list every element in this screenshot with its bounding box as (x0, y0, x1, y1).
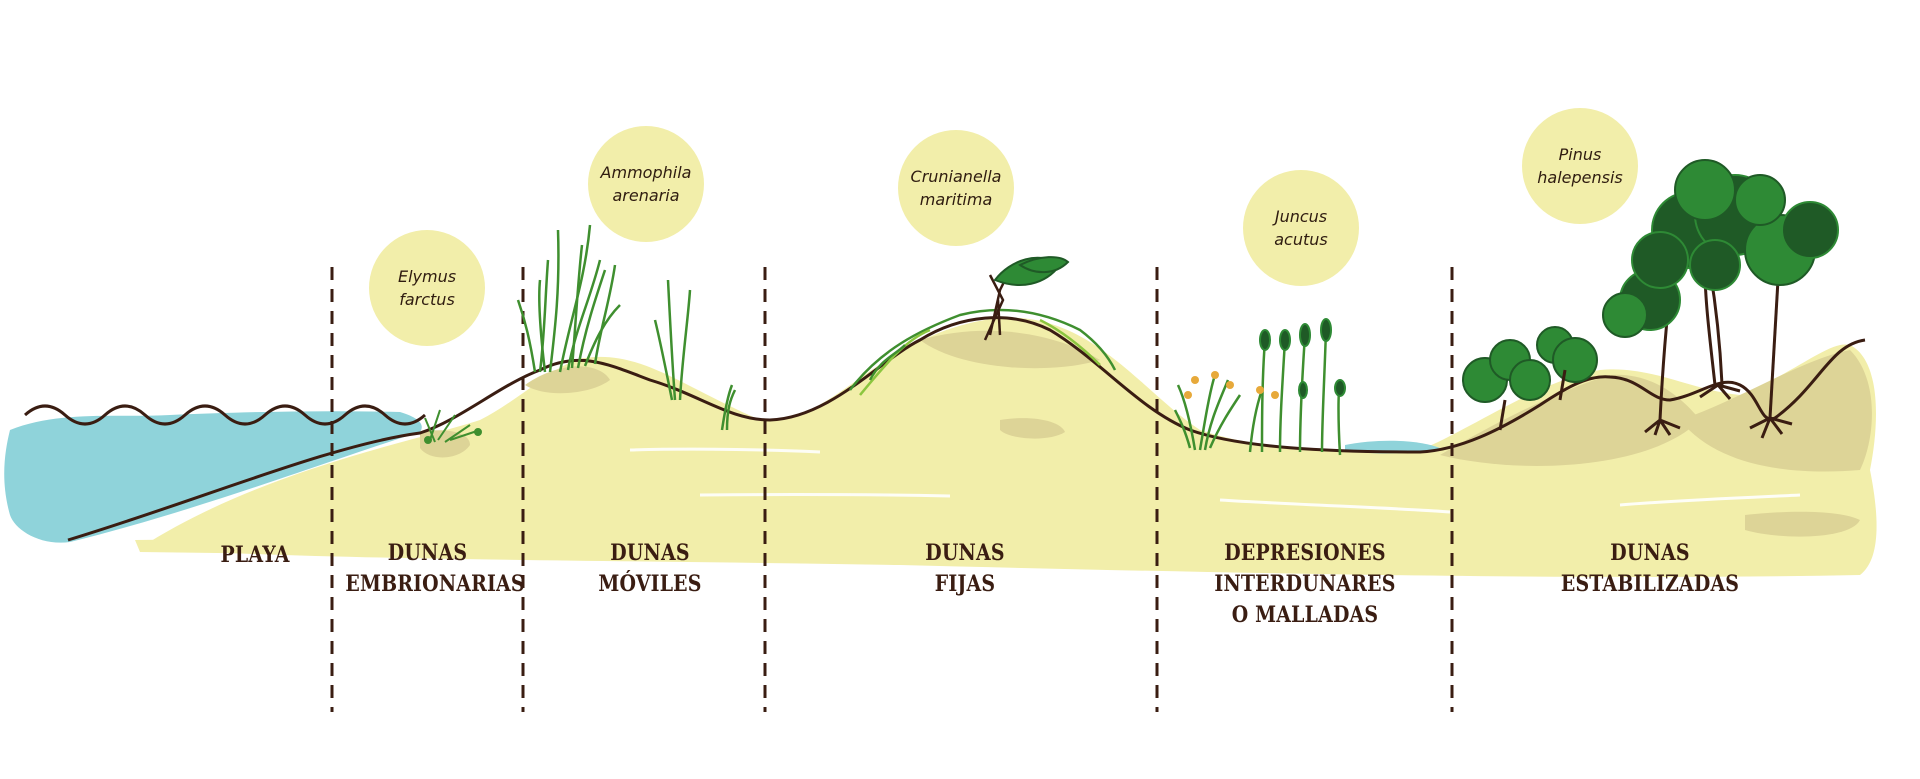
shadow-estab-2 (1680, 350, 1872, 472)
zone-label-line: DUNAS (1610, 540, 1690, 566)
pinus-halepensis-trees (1462, 159, 1839, 439)
zone-label-dunas-embrionarias: DUNAS EMBRIONARIAS (345, 538, 525, 600)
elymus-farctus-plant (424, 409, 482, 444)
species-name-line-2: farctus (399, 290, 455, 309)
zone-label-line: MÓVILES (598, 571, 702, 597)
shadow-fija-1 (920, 330, 1100, 369)
species-name-line-2: arenaria (612, 186, 680, 205)
species-name-line-1: Elymus (397, 267, 457, 286)
zone-label-depresiones-interdunares: DEPRESIONES INTERDUNARES O MALLADAS (1198, 538, 1413, 631)
sea-water (4, 411, 422, 543)
juncus-acutus-plant (1173, 318, 1346, 456)
wave-line (23, 404, 427, 426)
species-name-line-1: Pinus (1558, 145, 1602, 164)
shadow-movil (525, 366, 610, 394)
zone-label-playa: PLAYA (191, 540, 320, 571)
species-elymus-farctus: Elymus farctus (369, 230, 485, 346)
species-juncus-acutus: Juncus acutus (1243, 170, 1359, 286)
zone-label-line: DUNAS (610, 540, 690, 566)
species-name-line-2: maritima (919, 190, 993, 209)
crucianella-maritima-plant (849, 256, 1117, 396)
shadow-estab-1 (1440, 374, 1700, 466)
species-crunianella-maritima: Crunianella maritima (898, 130, 1014, 246)
zone-label-line: O MALLADAS (1231, 602, 1379, 628)
zone-label-line: DUNAS (925, 540, 1005, 566)
species-pinus-halepensis: Pinus halepensis (1522, 108, 1638, 224)
species-name-line-1: Ammophila (600, 163, 692, 182)
shadow-fija-2 (1000, 418, 1065, 439)
zone-label-line: PLAYA (220, 542, 290, 568)
zone-label-line: DEPRESIONES (1224, 540, 1386, 566)
zone-label-line: ESTABILIZADAS (1560, 571, 1740, 597)
zone-label-line: INTERDUNARES (1214, 571, 1396, 597)
sand-highlights (629, 447, 1801, 514)
zone-label-line: DUNAS (387, 540, 468, 566)
species-name-line-1: Juncus (1274, 207, 1328, 226)
zone-label-line: EMBRIONARIAS (345, 571, 525, 597)
zone-label-dunas-moviles: DUNAS MÓVILES (564, 538, 736, 600)
sand-stroke-lower-2 (420, 498, 1860, 543)
species-name-line-2: halepensis (1537, 168, 1623, 187)
species-name-line-1: Crunianella (910, 167, 1002, 186)
species-ammophila-arenaria: Ammophila arenaria (588, 126, 704, 242)
zone-label-dunas-estabilizadas: DUNAS ESTABILIZADAS (1538, 538, 1762, 600)
zone-label-dunas-fijas: DUNAS FIJAS (879, 538, 1051, 600)
zone-label-line: FIJAS (934, 571, 996, 597)
zone-dividers (330, 267, 1454, 712)
shadow-estab-3 (1745, 511, 1860, 537)
sand-shadow-strokes (420, 330, 1872, 537)
species-name-line-2: acutus (1274, 230, 1328, 249)
ammophila-arenaria-plant (516, 224, 737, 431)
